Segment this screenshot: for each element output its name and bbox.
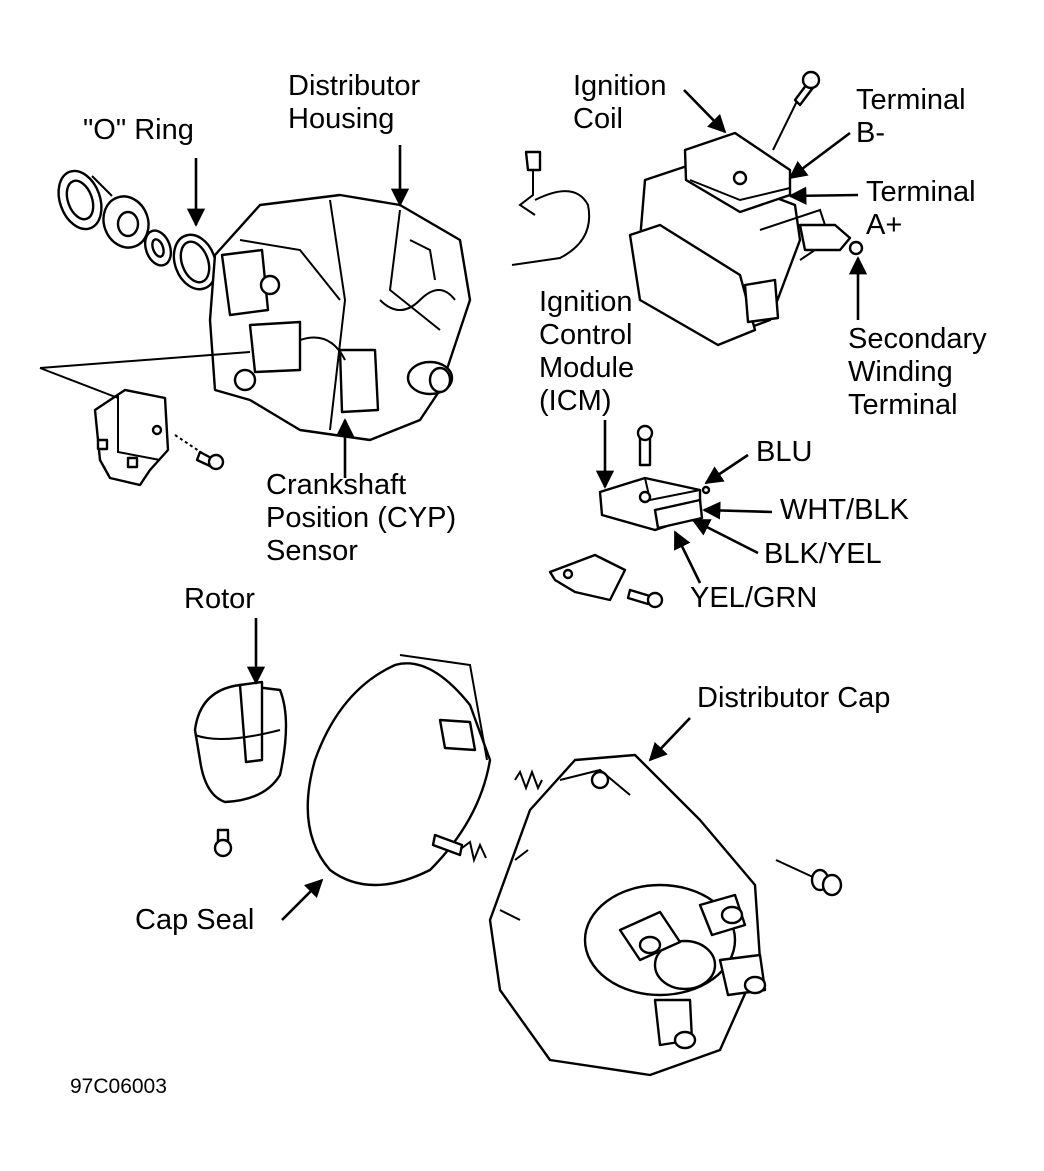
cap-screw-icon [775,859,843,897]
cap-seal-label: Cap Seal [135,904,255,936]
ignition-coil-label: Ignition Coil [573,70,667,135]
terminal-b-minus-label: Terminal B- [856,84,966,149]
icm-label: Ignition Control Module (ICM) [539,286,635,417]
leader-lines [186,89,868,921]
spring-icon [431,769,543,864]
blk-yel-wire-label: BLK/YEL [764,538,882,570]
mounting-bracket-icon [39,351,251,487]
distributor-cap-icon [488,753,767,1077]
terminal-a-plus-label: Terminal A+ [866,176,976,241]
rotor-label: Rotor [184,583,255,615]
distributor-housing-icon [208,193,472,442]
secondary-winding-terminal-label: Secondary Winding Terminal [848,323,987,421]
icm-bracket-icon [548,553,664,609]
yel-grn-wire-label: YEL/GRN [690,582,818,614]
ignition-coil-icon [628,70,864,347]
coil-harness-icon [511,150,591,266]
icm-icon [598,424,711,532]
wht-blk-wire-label: WHT/BLK [780,494,909,526]
distributor-cap-label: Distributor Cap [697,682,891,714]
o-ring-icon [172,233,218,291]
crankshaft-sensor-label: Crankshaft Position (CYP) Sensor [266,469,457,567]
cap-seal-icon [306,654,492,887]
figure-code: 97C06003 [70,1075,167,1098]
rotor-icon [193,680,288,858]
blu-wire-label: BLU [756,436,813,468]
o-ring-label: "O" Ring [83,114,194,146]
o-ring-assembly [57,169,173,267]
distributor-housing-label: Distributor Housing [288,70,421,135]
